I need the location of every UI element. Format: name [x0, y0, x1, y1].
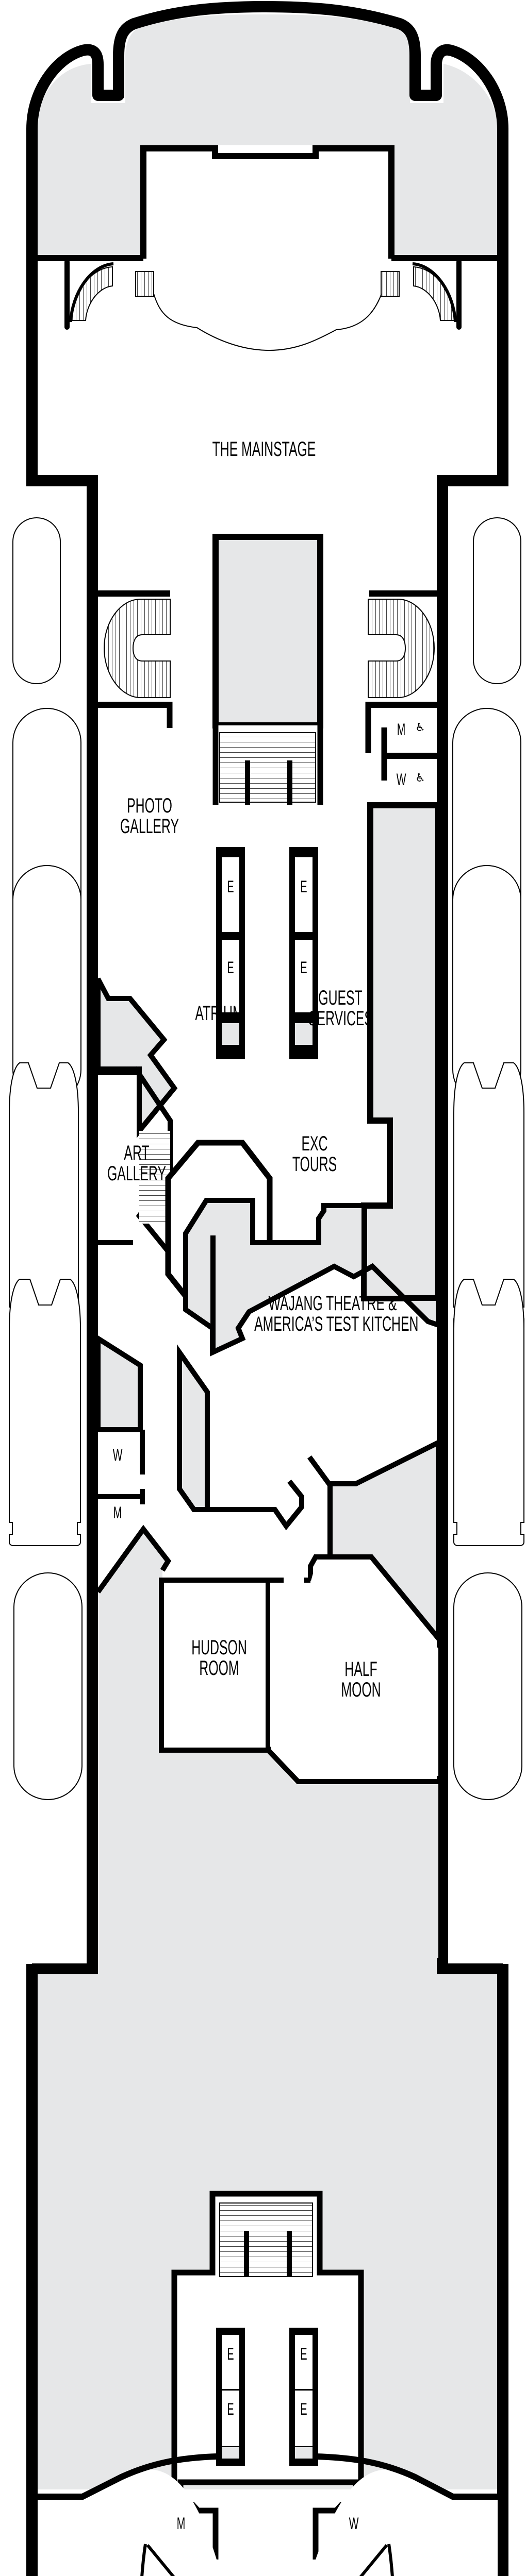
elevator-icon: E [227, 877, 234, 896]
venue-label-exc-tours: EXC TOURS [292, 1132, 337, 1176]
venue-label-guest-services: GUEST SERVICES [308, 987, 373, 1030]
accessible-icon: ♿ [415, 721, 425, 734]
lifeboats-starboard [452, 517, 524, 1800]
elevator-icon: E [227, 958, 234, 977]
venue-label-mainstage: THE MAINSTAGE [212, 438, 316, 461]
womens-restroom-label-mid: W [112, 1446, 123, 1464]
elevator-icon: E [300, 2400, 307, 2418]
elevator-bank-forward [216, 847, 318, 1059]
venue-label-atrium: ATRIUM [195, 1002, 243, 1025]
elevator-bank-aft [216, 2328, 318, 2466]
venue-label-art-gallery: ART GALLERY [107, 1142, 166, 1185]
womens-restroom-label-aft: W [349, 2514, 359, 2533]
venue-label-wajang-theatre: WAJANG THEATRE & AMERICA’S TEST KITCHEN [254, 1292, 419, 1335]
mens-restroom-label-aft: M [176, 2514, 186, 2533]
venue-label-hudson-room: HUDSON ROOM [191, 1636, 247, 1680]
mens-restroom-label-forward: M [397, 720, 406, 739]
lifeboats-port [9, 517, 83, 1800]
aft-section [26, 1958, 508, 2576]
venue-label-half-moon: HALF MOON [341, 1658, 381, 1701]
venue-label-photo-gallery: PHOTO GALLERY [120, 794, 179, 838]
accessible-icon: ♿ [415, 772, 425, 785]
mens-restroom-label-mid: M [113, 1503, 122, 1522]
forward-hull [26, 1, 508, 1965]
elevator-icon: E [300, 958, 307, 977]
elevator-icon: E [227, 2345, 234, 2363]
elevator-icon: E [300, 2345, 307, 2363]
elevator-icon: E [300, 877, 307, 896]
womens-restroom-label-forward: W [396, 770, 406, 789]
elevator-icon: E [227, 2400, 234, 2418]
midship-interior [95, 534, 441, 1989]
